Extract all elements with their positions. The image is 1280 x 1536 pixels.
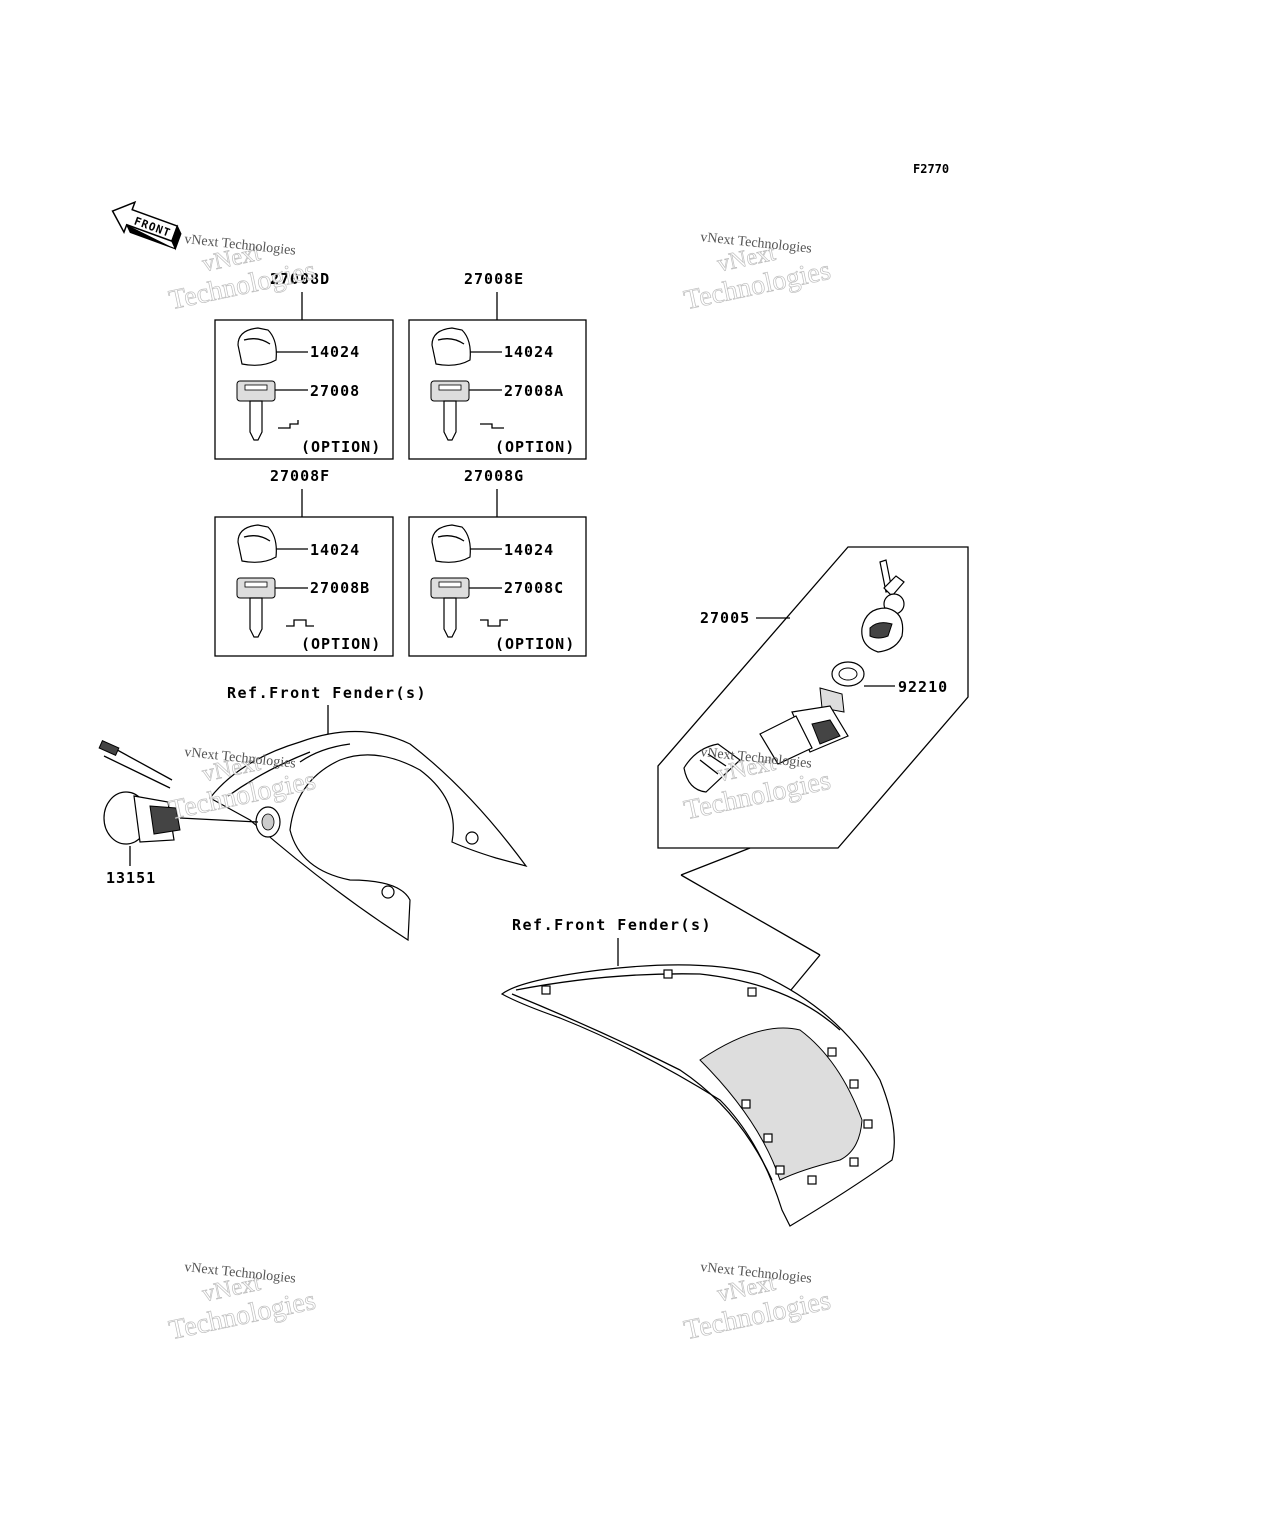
key-profile-icon [286, 619, 314, 627]
key-profile-icon [480, 423, 504, 429]
fender-shell [209, 730, 528, 942]
fender-inner-panel [699, 1027, 863, 1181]
figure-code: F2770 [913, 162, 949, 176]
ignition-switch-assembly: 27005 92210 [657, 546, 969, 997]
key-cover-icon [431, 524, 471, 563]
svg-text:vNext: vNext [715, 1270, 778, 1308]
ignition-cap-icon [861, 607, 904, 653]
key-cover-part-number: 14024 [310, 541, 360, 559]
key-cover-part-number: 14024 [504, 343, 554, 361]
key-set-27008G: 27008G 14024 27008C (OPTION) [408, 467, 587, 657]
key-profile-icon [278, 420, 299, 429]
key-cover-icon [237, 327, 277, 366]
key-part-number: 27008 [310, 382, 360, 400]
lock-nut-icon [831, 661, 865, 687]
switch-body-icon [683, 687, 849, 793]
right-front-fender: Ref.Front Fender(s) [500, 916, 895, 1227]
ignition-key-icon [879, 559, 905, 615]
key-cover-icon [431, 327, 471, 366]
option-label: (OPTION) [495, 438, 575, 456]
key-blade-icon [430, 577, 470, 638]
key-part-number: 27008C [504, 579, 564, 597]
key-cover-icon [237, 524, 277, 563]
lock-nut-part-number: 92210 [898, 678, 948, 696]
key-blade-icon [430, 380, 470, 441]
key-part-number: 27008B [310, 579, 370, 597]
front-direction-arrow-icon: FRONT [111, 200, 182, 251]
switch-part-number: 13151 [106, 869, 156, 887]
key-set-27008F: 27008F 14024 27008B (OPTION) [214, 467, 394, 657]
option-label: (OPTION) [495, 635, 575, 653]
key-set-number: 27008E [464, 270, 524, 288]
fender-reference-label: Ref.Front Fender(s) [227, 684, 427, 702]
switch-13151: 13151 [98, 740, 259, 887]
option-label: (OPTION) [301, 438, 381, 456]
key-cover-part-number: 14024 [310, 343, 360, 361]
assembly-outline [657, 546, 969, 849]
left-front-fender: Ref.Front Fender(s) [209, 684, 528, 942]
key-profile-icon [480, 619, 508, 627]
key-set-number: 27008D [270, 270, 330, 288]
key-part-number: 27008A [504, 382, 564, 400]
key-set-number: 27008F [270, 467, 330, 485]
key-set-number: 27008G [464, 467, 524, 485]
key-set-27008D: 27008D 14024 27008 (OPTION) [214, 270, 394, 460]
ignition-set-part-number: 27005 [700, 609, 750, 627]
key-blade-icon [236, 380, 276, 441]
option-label: (OPTION) [301, 635, 381, 653]
key-set-27008E: 27008E 14024 27008A (OPTION) [408, 270, 587, 460]
fender-reference-label: Ref.Front Fender(s) [512, 916, 712, 934]
key-blade-icon [236, 577, 276, 638]
key-cover-part-number: 14024 [504, 541, 554, 559]
